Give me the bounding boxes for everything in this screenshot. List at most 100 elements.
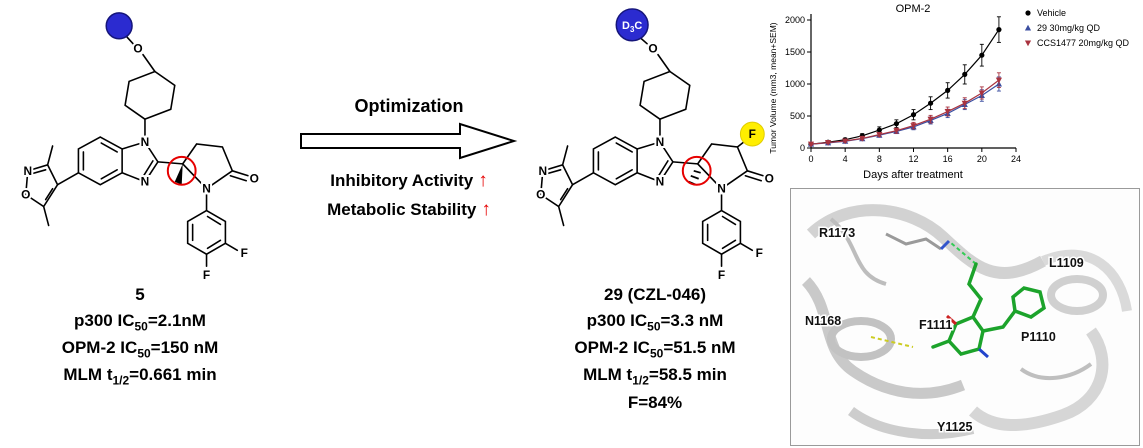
chart-y-tick-label: 2000: [785, 15, 805, 25]
improvement-metabolic: Metabolic Stability↑: [327, 199, 491, 221]
chart-marker: [824, 140, 832, 146]
chart-y-tick-label: 1500: [785, 47, 805, 57]
chart-marker: [893, 128, 900, 135]
chart-marker: [842, 138, 849, 145]
legend-item-label: CCS1477 20mg/kg QD: [1037, 38, 1130, 48]
chart-marker: [927, 100, 934, 106]
ribbon-cartoons: [801, 204, 1132, 440]
atom-label: N: [202, 182, 211, 196]
ligand-nitrogen-stick: [978, 347, 989, 359]
chart-marker: [876, 132, 883, 138]
chart-series-line: [810, 83, 1000, 145]
compound-5-structure: N N N O O N O F F: [19, 12, 261, 284]
residue-label: Y1125: [937, 420, 973, 434]
chart-x-tick-label: 16: [943, 154, 953, 164]
chart-series-line: [810, 29, 1000, 145]
atom-label: O: [250, 172, 259, 186]
atom-label: O: [765, 172, 774, 186]
protein-structure-image: R1173 L1109 N1168 F1111 P1110 Y1125: [801, 204, 1132, 440]
compound-29-atom-labels: N N N O O F N O F F: [534, 40, 776, 284]
ligand-oxygen-stick: [946, 314, 957, 326]
atom-label: N: [656, 175, 665, 189]
compound-29-bioavailability: F=84%: [627, 392, 683, 412]
compound-29-mlm: MLM t1/2=58.5 min: [583, 365, 727, 388]
chart-marker: [945, 87, 951, 93]
stereocenter-highlight-circle: [681, 155, 712, 186]
chart-marker: [961, 100, 968, 107]
legend-marker: [1024, 40, 1032, 47]
compound-29-p300: p300 IC50=3.3 nM: [586, 310, 724, 333]
chart-marker: [996, 27, 1002, 33]
chart-y-tick-label: 500: [790, 111, 805, 121]
legend-marker: [1025, 10, 1031, 16]
chart-marker: [944, 109, 951, 115]
chart-series-line: [810, 79, 1000, 145]
chart-marker: [876, 127, 882, 133]
compound-5-name: 5: [135, 285, 145, 304]
legend-item-label: Vehicle: [1037, 8, 1066, 18]
compound-5-caption: 5 p300 IC50=2.1nM OPM-2 IC50=150 nM MLM …: [0, 282, 280, 390]
chart-x-tick-label: 4: [843, 154, 848, 164]
compound-5-p300: p300 IC50=2.1nM: [74, 310, 206, 333]
atom-label: F: [203, 268, 210, 282]
stereocenter-highlight-circle: [166, 155, 197, 186]
chart-marker: [910, 123, 917, 129]
d3c-highlight-circle: [615, 8, 649, 42]
optimization-arrow-panel: Optimization Inhibitory Activity↑ Metabo…: [293, 96, 525, 225]
atom-label: O: [21, 188, 30, 202]
chart-x-tick-label: 20: [977, 154, 987, 164]
atom-label: F: [749, 127, 756, 141]
methoxy-highlight-circle: [105, 12, 133, 40]
compound-29-opm2: OPM-2 IC50=51.5 nM: [574, 337, 736, 361]
residue-label: R1173: [819, 226, 855, 240]
compound-5-panel: N N N O O N O F F 5 p300 IC50=2.1nM OPM-…: [0, 0, 280, 390]
chart-marker: [893, 121, 900, 127]
residue-label: F1111: [919, 318, 952, 332]
compound-5-atom-labels: N N N O O N O F F: [19, 40, 261, 284]
chart-x-tick-label: 8: [877, 154, 882, 164]
fluorine-highlight-circle: [739, 121, 765, 147]
compound-5-bonds: [24, 31, 250, 267]
chart-marker: [807, 141, 815, 148]
tumor-volume-chart-panel: OPM-2 Tumor Volume (mm3, mean+SEM) Days …: [766, 0, 1143, 184]
atom-label: F: [756, 246, 763, 260]
methyl-wedge: [174, 163, 183, 185]
chart-marker: [962, 71, 968, 77]
atom-label: N: [656, 135, 665, 149]
atom-label: F: [718, 268, 725, 282]
compound-29-bonds: [539, 35, 765, 267]
chart-marker: [979, 52, 985, 58]
atom-label: N: [717, 182, 726, 196]
chart-x-axis-label: Days after treatment: [863, 169, 963, 181]
chart-x-tick-label: 0: [808, 154, 813, 164]
atom-label: O: [536, 188, 545, 202]
atom-label: O: [133, 42, 142, 56]
chart-x-tick-label: 12: [908, 154, 918, 164]
red-up-arrow-icon: ↑: [478, 170, 488, 191]
chart-y-tick-label: 0: [800, 143, 805, 153]
arginine-side-chain: [885, 232, 951, 251]
chart-title: OPM-2: [896, 3, 931, 15]
residue-label: N1168: [805, 314, 841, 328]
compound-29-name: 29 (CZL-046): [603, 285, 707, 304]
right-arrow-icon: [300, 122, 518, 160]
atom-label: O: [648, 42, 657, 56]
compound-29-caption: 29 (CZL-046) p300 IC50=3.3 nM OPM-2 IC50…: [515, 282, 795, 417]
compound-29-structure: D3C N N N O O F N O F F: [534, 8, 776, 284]
pi-interaction-dashed: [870, 336, 914, 348]
residue-label: L1109: [1049, 256, 1084, 270]
optimization-title: Optimization: [354, 96, 464, 116]
protein-structure-panel: R1173 L1109 N1168 F1111 P1110 Y1125: [790, 188, 1140, 446]
chart-marker: [995, 77, 1003, 84]
tumor-volume-chart: OPM-2 Tumor Volume (mm3, mean+SEM) Days …: [768, 3, 1130, 181]
hydrogen-bond-dashed: [950, 242, 977, 265]
legend-marker: [1024, 24, 1032, 31]
chart-y-axis-label: Tumor Volume (mm3, mean+SEM): [768, 22, 778, 153]
improvement-inhibitory: Inhibitory Activity↑: [330, 170, 488, 191]
atom-label: F: [241, 246, 248, 260]
chart-marker: [859, 135, 866, 142]
atom-label: N: [538, 164, 547, 178]
chart-marker: [978, 90, 985, 97]
compound-5-opm2: OPM-2 IC50=150 nM: [61, 337, 219, 361]
